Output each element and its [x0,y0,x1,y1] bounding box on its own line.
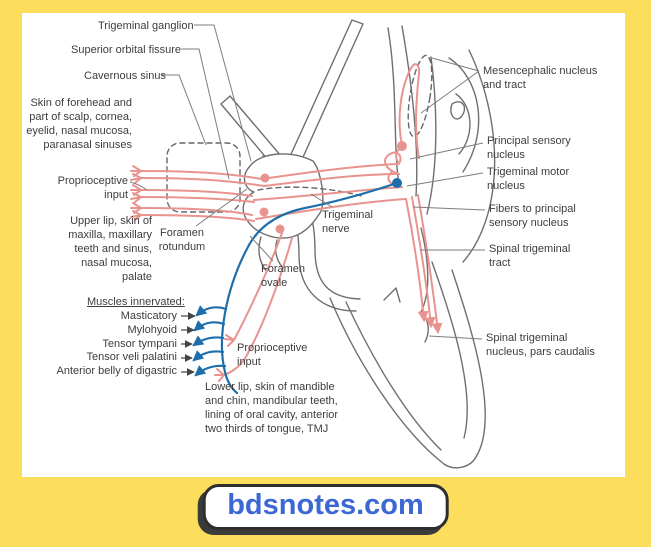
label-proprioceptive-input-left: Proprioceptive input [57,175,128,201]
label-spinal-trigeminal-tract: Spinal trigeminal tract [489,243,571,269]
muscle-item: Masticatory [120,310,177,322]
label-trigeminal-ganglion: Trigeminal ganglion [98,20,194,32]
muscle-item: Tensor tympani [102,337,177,350]
label-muscles-innervated-header: Muscles innervated: [87,296,185,308]
muscle-list: Masticatory Mylohyoid Tensor tympani Ten… [57,310,177,379]
nerve-sheath-dashed-line [257,186,363,197]
label-proprioceptive-input-lower: Proprioceptive input [237,342,308,368]
label-lower-lip: Lower lip, skin of mandible and chin, ma… [205,381,339,435]
label-upper-lip: Upper lip, skin of maxilla, maxillary te… [68,215,152,283]
label-mesencephalic-nucleus: Mesencephalic nucleus and tract [483,65,598,91]
sensory-fibers [130,63,443,382]
nuclei-dots [259,141,407,234]
muscle-item: Tensor veli palatini [86,351,178,364]
muscle-label-arrows [181,312,196,376]
muscle-item: Anterior belly of digastric [56,365,177,378]
label-fibers-principal-sensory: Fibers to principal sensory nucleus [489,203,576,229]
label-cavernous-sinus: Cavernous sinus [84,70,166,82]
label-trigeminal-nerve: Trigeminal nerve [322,209,373,235]
leader-lines [129,24,486,340]
label-foramen-ovale: Foramen ovale [261,263,306,289]
label-skin-of-forehead: Skin of forehead and part of scalp, corn… [26,97,132,151]
label-superior-orbital-fissure: Superior orbital fissure [71,44,182,56]
label-spinal-trigeminal-nucleus: Spinal trigeminal nucleus, pars caudalis [486,332,595,358]
mesencephalic-tract-outline [407,54,433,138]
muscle-item: Mylohyoid [127,323,177,336]
label-principal-sensory-nucleus: Principal sensory nucleus [487,135,571,161]
label-trigeminal-motor-nucleus: Trigeminal motor nucleus [487,166,570,192]
motor-fibers [192,181,399,395]
label-foramen-rotundum: Foramen rotundum [158,227,206,253]
site-badge[interactable]: bdsnotes.com [202,484,449,530]
